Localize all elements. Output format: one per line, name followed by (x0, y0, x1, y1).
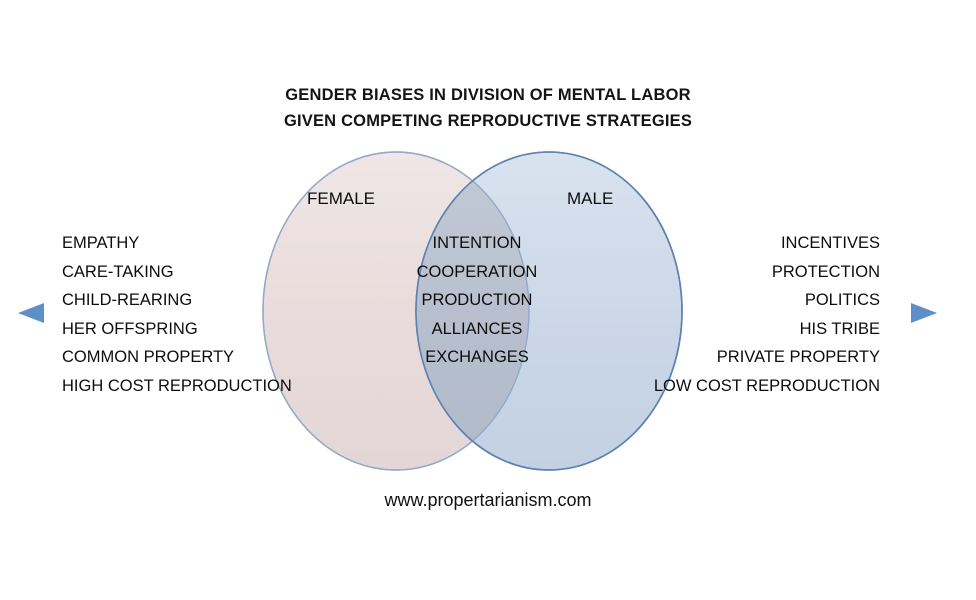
female-trait-item: HIGH COST REPRODUCTION (62, 376, 292, 395)
male-trait-list: INCENTIVES PROTECTION POLITICS HIS TRIBE… (580, 229, 880, 400)
male-trait-item: PRIVATE PROPERTY (716, 348, 880, 366)
male-trait-item: POLITICS (804, 291, 880, 309)
shared-trait-item: PRODUCTION (421, 291, 533, 309)
female-trait-item: CHILD-REARING (62, 291, 193, 309)
male-trait-item: PROTECTION (771, 262, 880, 281)
female-trait-item: CARE-TAKING (62, 262, 174, 281)
shared-trait-item: ALLIANCES (431, 319, 523, 338)
female-circle-label: FEMALE (307, 189, 376, 208)
male-trait-item: INCENTIVES (780, 234, 880, 252)
arrowhead-right-icon (911, 303, 937, 323)
female-trait-item: COMMON PROPERTY (62, 348, 235, 366)
male-circle-label: MALE (567, 189, 614, 208)
title-line-2: GIVEN COMPETING REPRODUCTIVE STRATEGIES (283, 112, 693, 130)
source-url: www.propertarianism.com (384, 490, 592, 510)
title-line-1: GENDER BIASES IN DIVISION OF MENTAL LABO… (285, 86, 691, 104)
female-trait-list: EMPATHY CARE-TAKING CHILD-REARING HER OF… (62, 229, 292, 400)
shared-trait-item: COOPERATION (416, 262, 538, 281)
male-trait-item: HIS TRIBE (799, 319, 880, 338)
male-trait-item: LOW COST REPRODUCTION (653, 376, 880, 395)
shared-trait-item: EXCHANGES (425, 348, 529, 366)
shared-trait-list: INTENTION COOPERATION PRODUCTION ALLIANC… (377, 229, 577, 372)
female-trait-item: EMPATHY (62, 234, 140, 252)
female-trait-item: HER OFFSPRING (62, 319, 198, 338)
overlap-region (416, 152, 529, 470)
page-title: GENDER BIASES IN DIVISION OF MENTAL LABO… (0, 82, 976, 134)
shared-trait-item: INTENTION (432, 234, 522, 252)
arrowhead-left-icon (18, 303, 44, 323)
